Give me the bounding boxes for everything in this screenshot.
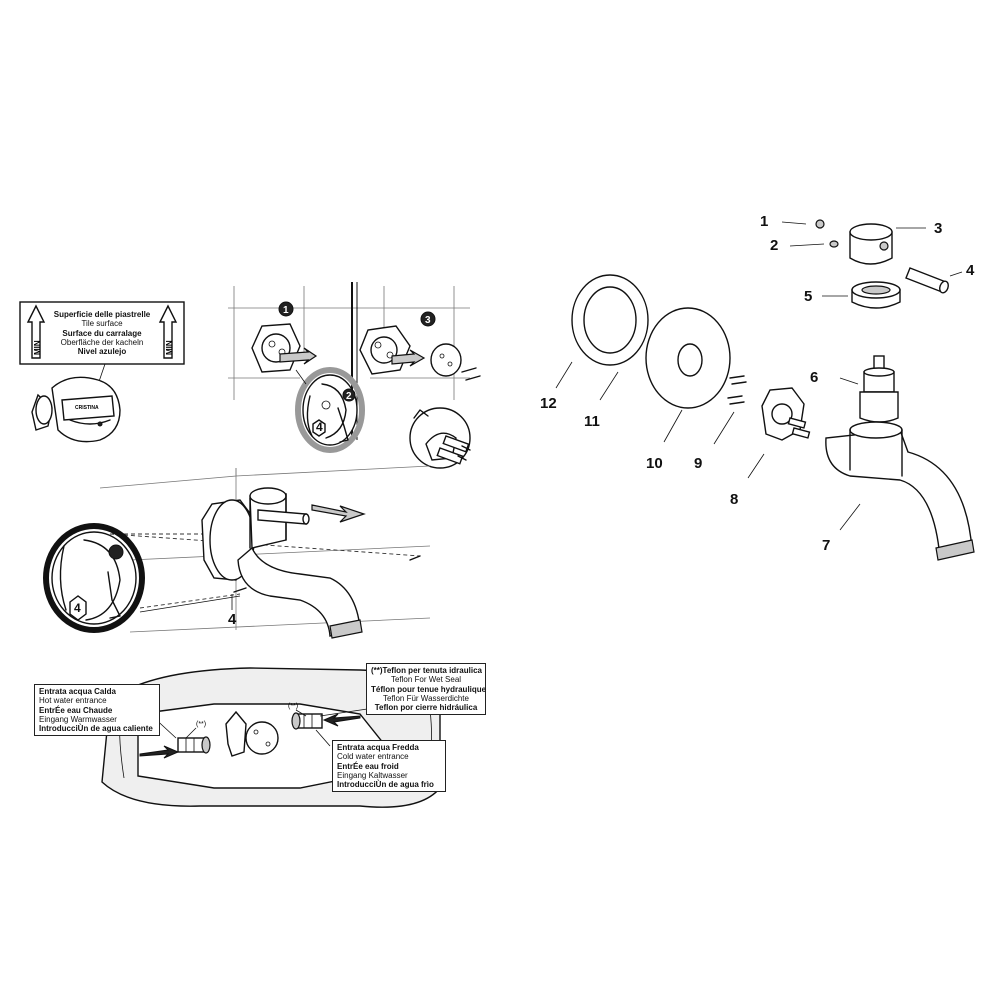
step-4-zoom-circle: 4 <box>43 523 241 633</box>
callout-7: 7 <box>822 537 830 554</box>
cold-line2: Cold water entrance <box>337 752 409 762</box>
teflon-line5: Teflon por cierre hidráulica <box>374 703 478 713</box>
cold-line5: IntroducciÙn de agua frìo <box>337 780 434 790</box>
hot-line1: Entrata acqua Calda <box>39 687 116 696</box>
rough-in-parts: (**) (**) <box>139 703 375 759</box>
cold-line1: Entrata acqua Fredda <box>337 743 419 752</box>
callout-3: 3 <box>934 220 942 237</box>
hot-line2: Hot water entrance <box>39 696 107 706</box>
tile-label-text: Superficie delle piastrelle Tile surface… <box>50 310 154 356</box>
part-5-adapter-ring: 5 <box>804 281 901 309</box>
hot-water-box: Entrata acqua Calda Hot water entrance E… <box>34 684 160 737</box>
installed-faucet: 4 <box>201 487 421 639</box>
min-label-right: MIN <box>165 340 174 355</box>
teflon-line4: Teflon Für Wasserdichte <box>383 693 469 703</box>
callout-12: 12 <box>540 395 557 412</box>
tile-label-line1: Superficie delle piastrelle <box>53 310 151 319</box>
step-3-badge: 3 <box>425 315 431 326</box>
teflon-mark-left: (**) <box>196 721 206 728</box>
callout-11: 11 <box>584 413 600 430</box>
step-1-badge: 1 <box>283 305 289 316</box>
tile-label-line4: Oberfläche der kacheln <box>60 337 144 347</box>
callout-10: 10 <box>646 455 663 472</box>
body-logo: CRISTINA <box>75 405 99 411</box>
part-12-rosette-ring: 12 <box>540 274 649 412</box>
hot-line5: IntroducciÙn de agua caliente <box>39 724 153 734</box>
cold-water-box: Entrata acqua Fredda Cold water entrance… <box>332 740 446 793</box>
part-4-lever: 4 <box>905 262 975 294</box>
callout-6: 6 <box>810 369 818 386</box>
tile-label-line5: Nivel azulejo <box>77 347 127 357</box>
callout-1: 1 <box>760 213 768 230</box>
teflon-line2: Teflon For Wet Seal <box>390 675 462 685</box>
part-10-leader: 10 <box>646 409 683 472</box>
mixer-body-rough-in: CRISTINA <box>31 376 121 443</box>
teflon-line3: Téflon pour tenue hydraulique <box>371 684 487 694</box>
callout-4: 4 <box>966 262 975 279</box>
tile-label-line2: Tile surface <box>81 319 123 329</box>
part-1-grub-screw: 1 <box>760 213 825 230</box>
part-8-mounting-body: 8 <box>730 387 811 508</box>
part-7-spout-body: 7 <box>822 421 975 561</box>
hot-line4: Eingang Warmwasser <box>39 714 117 724</box>
part-11-cover-plate: 11 <box>584 307 731 430</box>
teflon-line1: (**)Teflon per tenuta idraulica <box>371 666 482 675</box>
callout-9: 9 <box>694 455 702 472</box>
part-9-screws: 9 <box>694 375 747 472</box>
min-label-left: MIN <box>33 340 42 355</box>
cold-line4: Eingang Kaltwasser <box>337 770 408 780</box>
step-4b-badge: 4 <box>74 601 81 615</box>
hot-line3: EntrÉe eau Chaude <box>39 705 113 715</box>
part-2-pin: 2 <box>770 237 839 254</box>
tile-label-line3: Surface du carralage <box>62 328 142 338</box>
cold-line3: EntrÉe eau froid <box>337 761 399 771</box>
part-3-handle-cap: 3 <box>849 220 942 265</box>
step-2-zoom: 2 4 <box>295 367 365 453</box>
callout-4-wall: 4 <box>228 611 237 628</box>
valve-body-stems <box>409 407 471 469</box>
callout-8: 8 <box>730 491 738 508</box>
teflon-box: (**)Teflon per tenuta idraulica Teflon F… <box>366 663 487 716</box>
part-6-cartridge: 6 <box>810 355 899 423</box>
teflon-mark-right: (**) <box>288 703 298 710</box>
callout-5: 5 <box>804 288 812 305</box>
step-3: 3 <box>359 311 481 381</box>
callout-2: 2 <box>770 237 778 254</box>
step-2-badge: 2 <box>346 391 352 402</box>
step-1: 1 <box>251 301 318 373</box>
step-4a-badge: 4 <box>316 420 323 434</box>
tile-label-panel: MIN MIN <box>19 301 185 403</box>
